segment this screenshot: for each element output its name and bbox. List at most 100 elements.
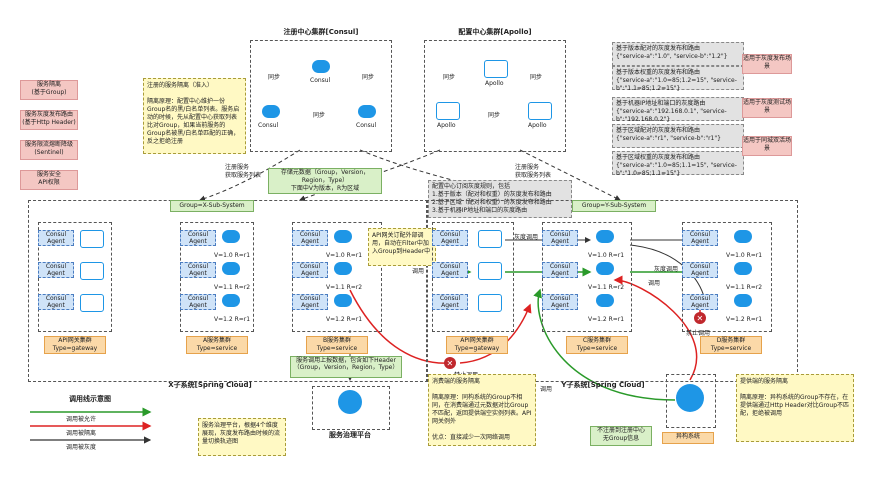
service-gear-icon [596, 262, 614, 275]
apollo-to-y-dashed [519, 149, 621, 201]
not-registered-badge: 不注册到注册中心 无Group信息 [590, 426, 652, 446]
service-gear-icon [734, 262, 752, 275]
service-gear-icon [222, 230, 240, 243]
a-service-label: A服务集群 Type=service [186, 336, 248, 354]
sync-label: 同步 [443, 74, 456, 81]
consul-agent: Consul Agent [432, 262, 468, 278]
consul-node-icon [312, 60, 330, 73]
consul-agent: Consul Agent [542, 294, 578, 310]
gateway-node-icon [80, 262, 104, 280]
feature-box: 服务安全 API权限 [20, 170, 78, 190]
apollo-node-icon [436, 102, 460, 120]
forbid-marker-1 [444, 357, 456, 369]
governance-title: 服务治理平台 [329, 431, 371, 439]
consul-node-label: Consul [356, 122, 377, 129]
sync-label: 同步 [362, 74, 375, 81]
gray-rule: 基于版本权重的灰度发布和路由 {"service-a":"1.0=85;1.2=… [612, 66, 744, 92]
consul-to-y-dashed [359, 149, 521, 202]
sync-label: 同步 [488, 112, 501, 119]
consul-cluster-title: 注册中心集群[Consul] [283, 28, 359, 36]
d-service-label: D服务集群 Type=service [700, 336, 762, 354]
version-label: V=1.1 R=r2 [326, 284, 363, 291]
gateway-node-icon [478, 230, 502, 248]
legend-isolate-label: 调用被隔离 [66, 430, 97, 437]
scene-box: 适用于同城双活场景 [742, 136, 792, 156]
edge-label-forbid: 禁止调用 [686, 330, 711, 337]
gateway-node-icon [478, 294, 502, 312]
version-label: V=1.0 R=r1 [726, 252, 763, 259]
feature-box: 服务隔离 (基于Group) [20, 80, 78, 100]
b-to-gateway-red [349, 289, 451, 364]
service-gear-icon [734, 294, 752, 307]
gray-rule: 基于版本配对的灰度发布和路由 {"service-a":"1.0", "serv… [612, 42, 744, 66]
hetero-system-label: 异构系统 [662, 432, 714, 444]
b-service-label: B服务集群 Type=service [306, 336, 368, 354]
consul-agent: Consul Agent [682, 262, 718, 278]
register-label: 注册服务 获取服务列表 [515, 164, 552, 179]
consul-agent: Consul Agent [542, 230, 578, 246]
version-label: V=1.2 R=r1 [214, 316, 251, 323]
service-gear-icon [596, 230, 614, 243]
consul-agent: Consul Agent [38, 294, 74, 310]
consul-cluster: 注册中心集群[Consul] [250, 28, 392, 152]
consul-agent: Consul Agent [542, 262, 578, 278]
scene-box: 适用于灰度测试场景 [742, 98, 792, 118]
version-label: V=1.1 R=r2 [726, 284, 763, 291]
apollo-node-label: Apollo [485, 80, 504, 87]
gateway-node-icon [80, 230, 104, 248]
apollo-node-label: Apollo [437, 122, 456, 129]
version-label: V=1.2 R=r1 [726, 316, 763, 323]
service-call-note: 服务调用上报数据，包含如下Header（Group，Version，Region… [290, 356, 402, 378]
version-label: V=1.1 R=r2 [214, 284, 251, 291]
group-x-badge: Group=X-Sub-System [170, 200, 254, 212]
svg-text:✕: ✕ [447, 359, 454, 368]
gray-rule: 基于机器IP地址和端口的灰度路由 {"service-a":"192.168.0… [612, 97, 744, 123]
service-gear-icon [334, 294, 352, 307]
legend-title: 调用线示意图 [69, 395, 111, 403]
governance-platform-frame [312, 386, 390, 430]
edge-label-call: 调用 [648, 280, 661, 287]
scene-box: 适用于灰度发布场景 [742, 54, 792, 74]
edge-label-gray-call: 灰度调用 [514, 234, 539, 241]
consul-agent: Consul Agent [292, 262, 328, 278]
legend-gray-label: 调用被灰度 [66, 444, 97, 451]
consul-node-icon [358, 105, 376, 118]
hetero-to-c-red [613, 275, 698, 381]
feature-box: 服务灰度发布路由 (基于Http Header) [20, 110, 78, 130]
apollo-node-icon [528, 102, 552, 120]
governance-icon [338, 390, 362, 414]
edge-label-gray-call: 灰度调用 [654, 266, 679, 273]
edge-label-call: 调用 [540, 386, 553, 393]
apollo-to-x-dashed [299, 149, 441, 202]
consul-agent: Consul Agent [682, 230, 718, 246]
consul-agent: Consul Agent [180, 294, 216, 310]
version-label: V=1.2 R=r1 [588, 316, 625, 323]
sync-label: 同步 [313, 112, 326, 119]
service-gear-icon [222, 294, 240, 307]
y-subsystem-title: Y子系统[Spring Cloud] [561, 381, 645, 389]
consul-agent: Consul Agent [180, 262, 216, 278]
service-gear-icon [334, 262, 352, 275]
gray-rule: 基于区域权重的灰度发布和路由 {"service-a":"1.0=85;1.1=… [612, 151, 744, 177]
service-gear-icon [734, 230, 752, 243]
gateway-node-icon [80, 294, 104, 312]
apollo-cluster: 配置中心集群[Apollo] [424, 28, 566, 152]
gray-rule: 基于区域配对的灰度发布和路由 {"service-a":"r1", "servi… [612, 124, 744, 148]
governance-note: 服务治理平台，根据4个维度展现，灰度发布路由时候的流量切换轨迹图 [198, 418, 286, 456]
hetero-system-frame [666, 374, 716, 428]
consul-agent: Consul Agent [38, 230, 74, 246]
storage-meta-note: 存储元数据（Group，Version，Region，Type） 下面中V为版本… [268, 168, 382, 194]
consul-agent: Consul Agent [432, 230, 468, 246]
edge-label-call: 调用 [412, 268, 425, 275]
apollo-node-label: Apollo [528, 122, 547, 129]
version-label: V=1.2 R=r1 [326, 316, 363, 323]
api-gateway-note: API网关订配外部调用，自动在Filter中加入Group到Header中 [368, 228, 436, 266]
consul-node-label: Consul [310, 77, 331, 84]
service-gear-icon [334, 230, 352, 243]
y-gateway-label: API网关集群 Type=gateway [446, 336, 508, 354]
service-gear-icon [596, 294, 614, 307]
consul-node-label: Consul [258, 122, 279, 129]
consul-agent: Consul Agent [180, 230, 216, 246]
consul-agent: Consul Agent [682, 294, 718, 310]
c-service-label: C服务集群 Type=service [566, 336, 628, 354]
